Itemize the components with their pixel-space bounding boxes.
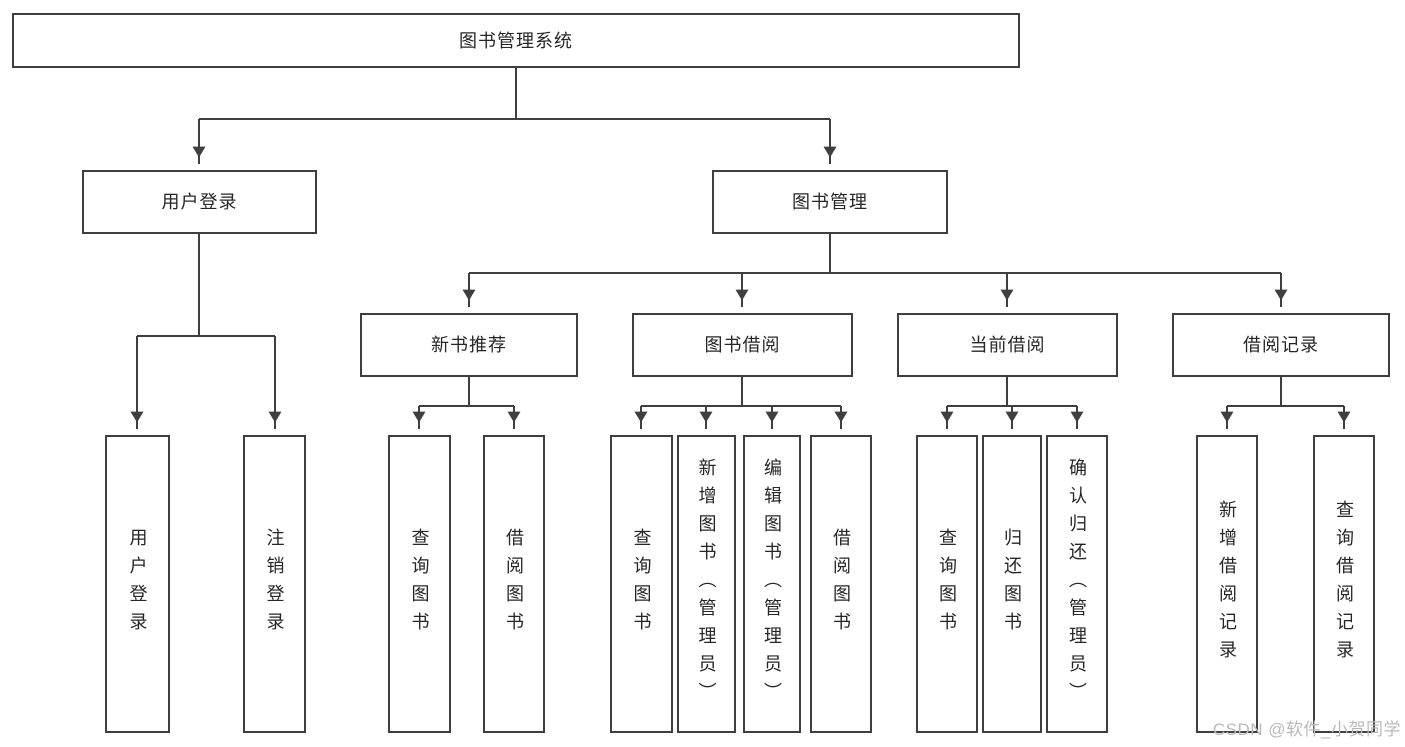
leaf-return-books: 归还图书 [982, 435, 1042, 733]
leaf-query-books-2: 查询图书 [610, 435, 673, 733]
node-book-management: 图书管理 [712, 170, 948, 234]
node-new-book-recommendation: 新书推荐 [360, 313, 578, 377]
leaf-query-books-3: 查询图书 [916, 435, 978, 733]
leaf-borrow-books-1: 借阅图书 [483, 435, 545, 733]
node-user-login: 用户登录 [82, 170, 317, 234]
node-current-borrowing: 当前借阅 [897, 313, 1118, 377]
leaf-logout: 注销登录 [243, 435, 306, 733]
leaf-user-login: 用户登录 [105, 435, 170, 733]
leaf-query-borrow-record: 查询借阅记录 [1313, 435, 1375, 733]
node-borrowing-records: 借阅记录 [1172, 313, 1390, 377]
leaf-add-borrow-record: 新增借阅记录 [1196, 435, 1258, 733]
leaf-confirm-return-admin: 确认归还（管理员） [1046, 435, 1108, 733]
node-book-borrowing: 图书借阅 [632, 313, 853, 377]
leaf-borrow-books-2: 借阅图书 [810, 435, 872, 733]
node-library-management-system: 图书管理系统 [12, 13, 1020, 68]
csdn-watermark: CSDN @软件_小贺同学 [1212, 720, 1401, 739]
leaf-add-books-admin: 新增图书（管理员） [677, 435, 736, 733]
leaf-edit-books-admin: 编辑图书（管理员） [743, 435, 801, 733]
connector-trunk-lines [137, 68, 1344, 407]
leaf-query-books-1: 查询图书 [388, 435, 451, 733]
